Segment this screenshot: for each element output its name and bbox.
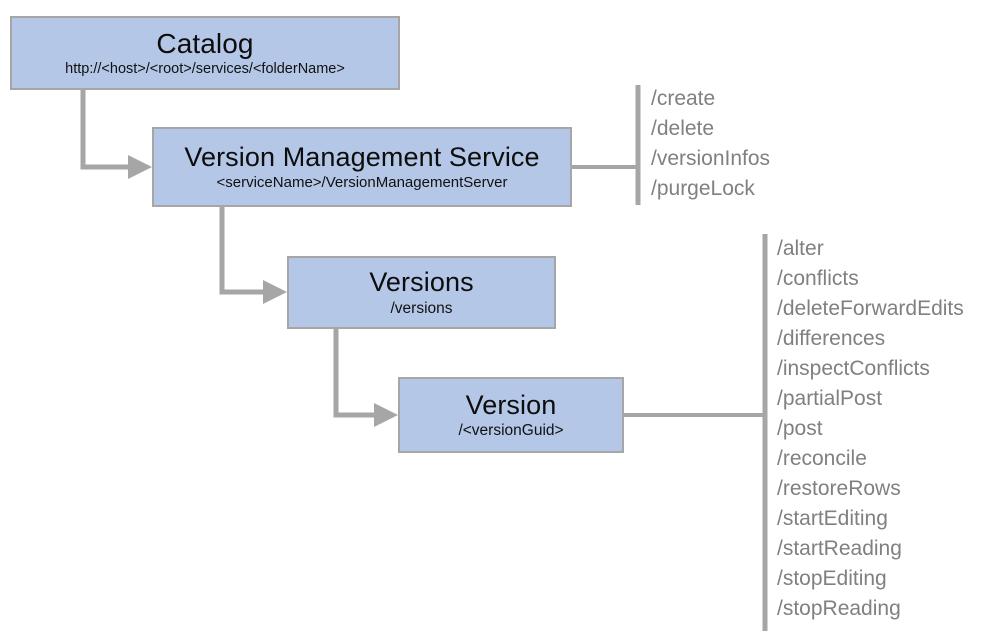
operation-item-version-alter[interactable]: /alter [777,237,824,260]
operation-item-service-delete[interactable]: /delete [651,117,715,140]
operation-item-version-stopReading[interactable]: /stopReading [777,597,901,620]
operation-item-version-partialPost[interactable]: /partialPost [777,387,883,410]
operation-item-version-conflicts[interactable]: /conflicts [777,267,859,290]
operation-item-version-stopEditing[interactable]: /stopEditing [777,567,887,590]
operation-item-version-startEditing[interactable]: /startEditing [777,507,888,530]
operation-list-service: /create/delete/versionInfos/purgeLock [651,84,770,204]
operation-item-version-inspectConflicts[interactable]: /inspectConflicts [777,357,930,380]
node-version-management-service-title: Version Management Service [184,141,540,172]
node-version-title: Version [465,389,557,420]
connector-version-operations-bracket [624,234,768,631]
node-version[interactable]: Version /<versionGuid> [398,377,624,453]
operation-item-service-create[interactable]: /create [651,87,716,110]
operation-item-service-purgeLock[interactable]: /purgeLock [651,177,755,200]
node-catalog-subtitle: http://<host>/<root>/services/<folderNam… [65,60,345,77]
connector-service-to-versions [219,207,287,304]
operation-item-service-versionInfos[interactable]: /versionInfos [651,147,771,170]
operation-item-version-deleteForwardEdits[interactable]: /deleteForwardEdits [777,297,964,320]
connector-service-operations-bracket [572,85,641,205]
operation-item-version-startReading[interactable]: /startReading [777,537,902,560]
node-versions-title: Versions [369,267,474,298]
node-version-subtitle: /<versionGuid> [458,422,564,440]
connector-catalog-to-service [80,90,152,179]
operation-item-version-post[interactable]: /post [777,417,823,440]
operation-item-version-differences[interactable]: /differences [777,327,886,350]
connector-versions-to-version [333,329,398,427]
node-catalog[interactable]: Catalog http://<host>/<root>/services/<f… [10,16,400,90]
node-version-management-service[interactable]: Version Management Service <serviceName>… [152,127,572,207]
node-catalog-title: Catalog [156,28,254,60]
node-versions-subtitle: /versions [390,299,453,317]
operation-item-version-restoreRows[interactable]: /restoreRows [777,477,901,500]
operation-list-version: /alter/conflicts/deleteForwardEdits/diff… [777,234,964,624]
node-version-management-service-subtitle: <serviceName>/VersionManagementServer [216,174,508,192]
node-versions[interactable]: Versions /versions [287,256,556,329]
operation-item-version-reconcile[interactable]: /reconcile [777,447,867,470]
